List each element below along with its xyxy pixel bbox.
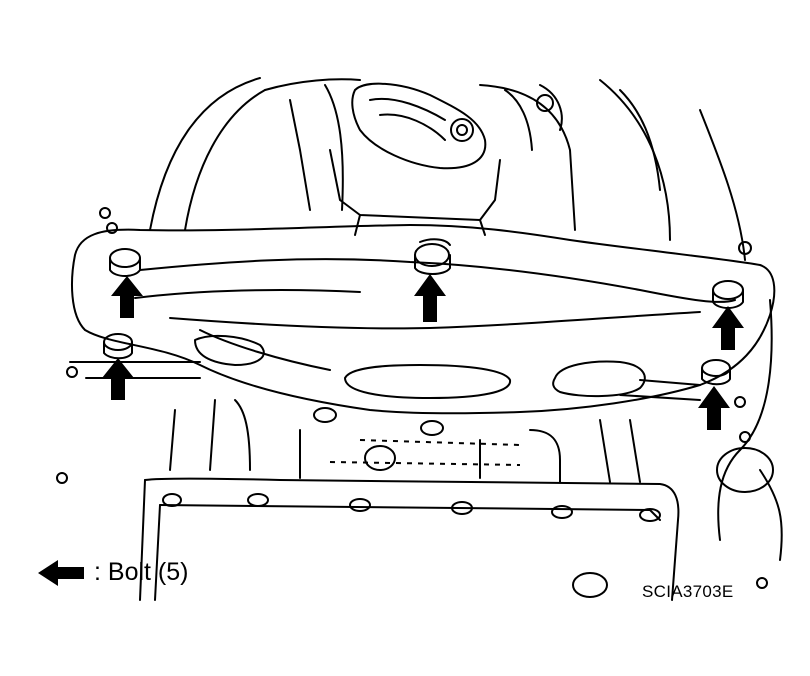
- figure-code: SCIA3703E: [642, 582, 734, 601]
- crossmember: [71, 224, 776, 415]
- bolt-arrow-1: [111, 276, 143, 318]
- bolt-arrow-2: [414, 274, 446, 322]
- engine-block-outline: [56, 77, 783, 589]
- arrow-left-icon: [38, 559, 84, 586]
- bolt-arrow-5: [698, 386, 730, 430]
- bolt-arrow-4: [102, 358, 134, 400]
- legend: : Bolt (5): [38, 558, 188, 587]
- upper-mount-bracket: [329, 82, 501, 236]
- bolt-arrow-3: [712, 306, 744, 350]
- oil-pan: [139, 399, 774, 601]
- legend-label: : Bolt (5): [94, 558, 189, 586]
